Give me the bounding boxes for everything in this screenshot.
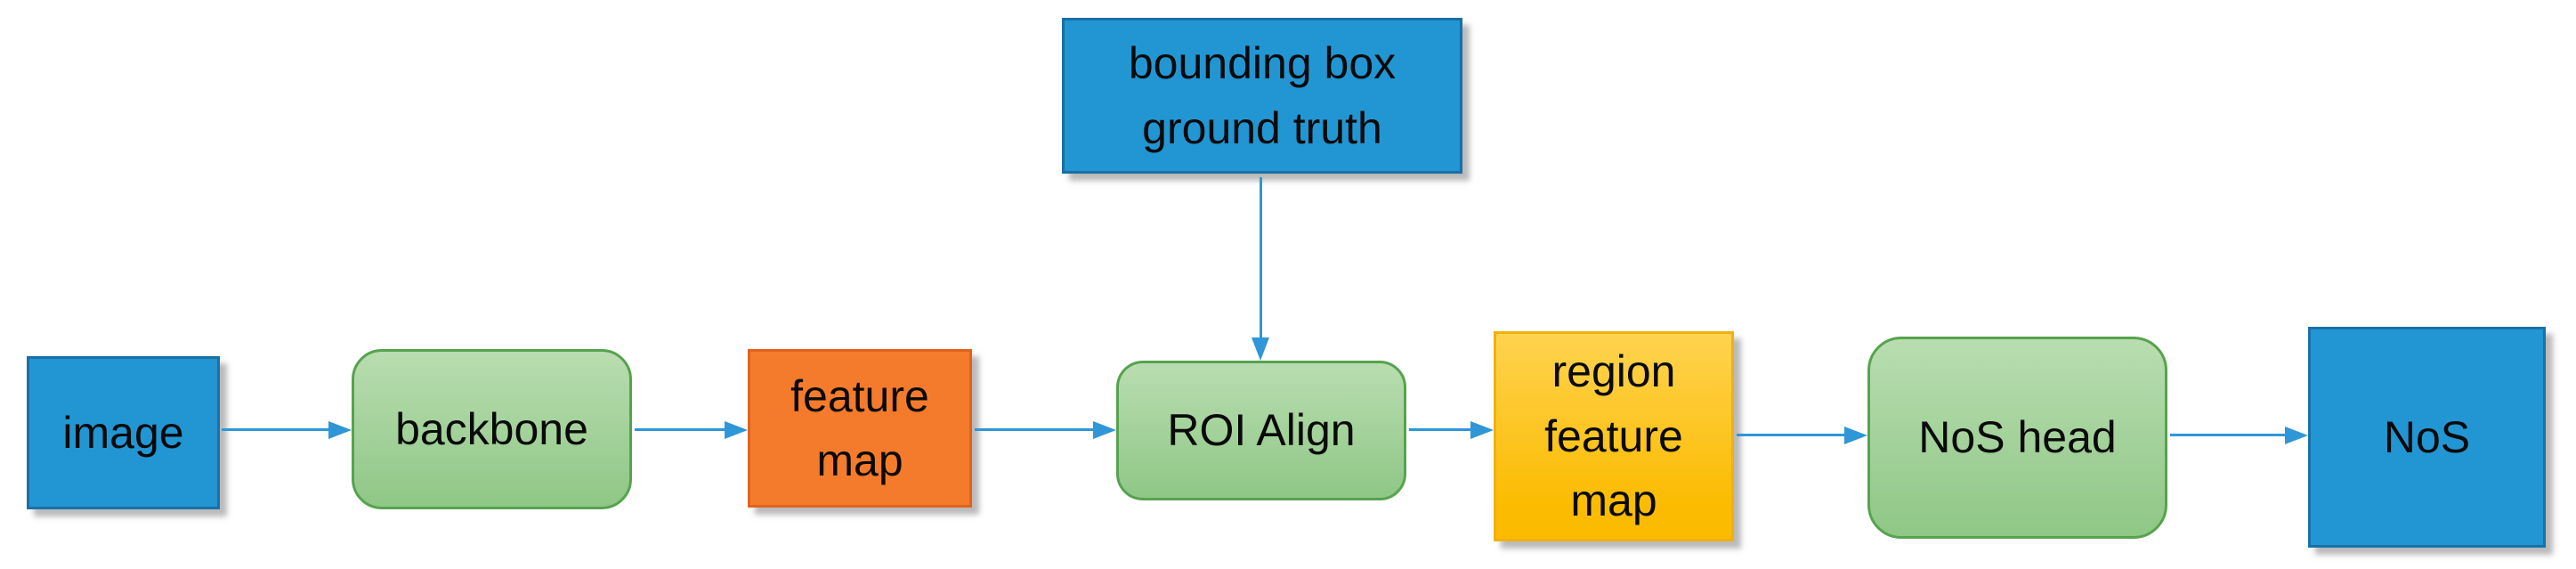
node-region-feature-map: region feature map [1494, 331, 1734, 541]
node-nos-head: NoS head [1867, 337, 2167, 539]
arrowhead-right-icon [1470, 421, 1494, 439]
arrowhead-right-icon [1093, 421, 1116, 439]
arrowhead-right-icon [2285, 427, 2308, 444]
node-bounding-box-ground-truth-label: bounding box ground truth [1128, 38, 1397, 153]
arrow-line [1409, 428, 1470, 431]
node-roi-align-label: ROI Align [1167, 405, 1356, 456]
node-bounding-box-ground-truth: bounding box ground truth [1062, 18, 1462, 174]
node-feature-map: feature map [748, 349, 972, 508]
node-nos-label: NoS [2383, 411, 2471, 462]
arrow-line [975, 428, 1093, 431]
arrowhead-right-icon [725, 421, 748, 439]
arrow-line [222, 428, 328, 431]
arrowhead-right-icon [328, 421, 352, 439]
arrowhead-right-icon [1844, 427, 1867, 444]
node-backbone: backbone [352, 349, 632, 509]
node-feature-map-label: feature map [790, 370, 929, 486]
node-backbone-label: backbone [395, 403, 588, 454]
node-roi-align: ROI Align [1116, 361, 1406, 500]
node-image-label: image [62, 407, 184, 458]
arrow-line [1737, 434, 1844, 436]
arrowhead-down-icon [1252, 337, 1269, 361]
node-nos: NoS [2308, 327, 2546, 548]
node-region-feature-map-label: region feature map [1544, 346, 1683, 526]
arrow-line [2170, 434, 2285, 436]
node-image: image [27, 356, 220, 509]
arrow-line [1260, 177, 1262, 337]
node-nos-head-label: NoS head [1918, 412, 2117, 463]
arrow-line [635, 428, 725, 431]
